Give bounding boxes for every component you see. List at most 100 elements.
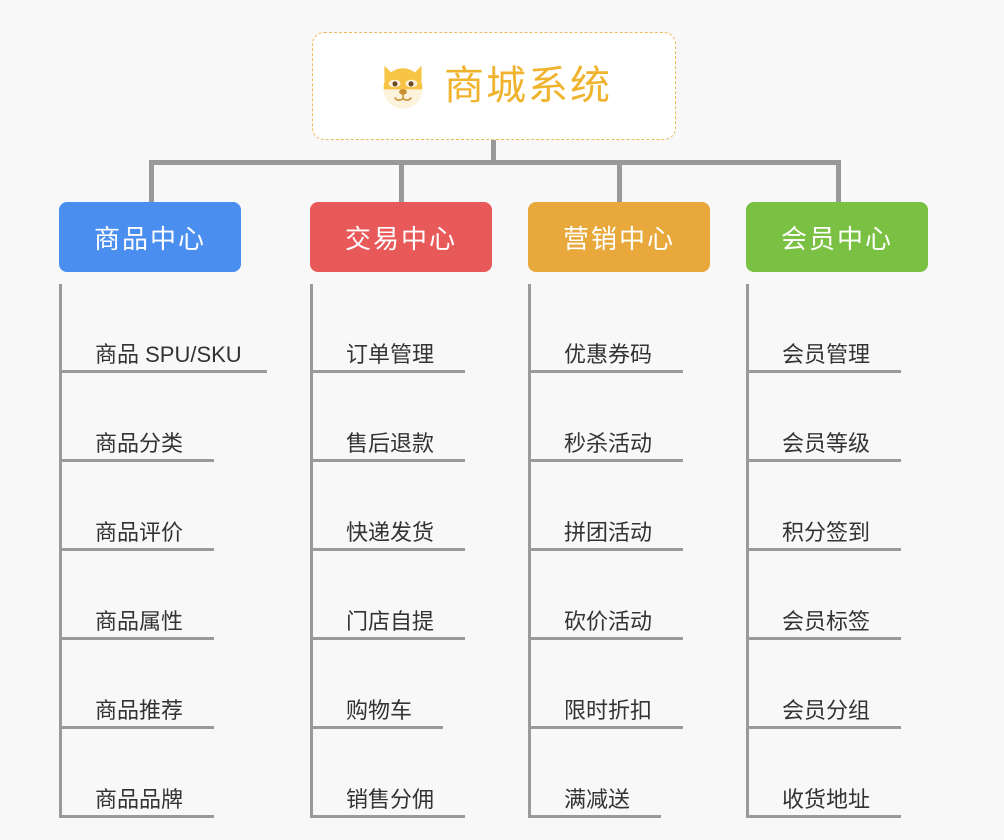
leaf-label: 积分签到 [782, 519, 871, 545]
leaf-item[interactable]: 积分签到 [746, 462, 928, 551]
leaf-rule [59, 637, 214, 640]
leaf-label: 拼团活动 [564, 519, 653, 545]
leaf-rule [746, 726, 901, 729]
branch-trunk [746, 284, 749, 818]
leaf-item[interactable]: 砍价活动 [528, 551, 710, 640]
leaf-label: 收货地址 [782, 786, 871, 812]
leaf-rule [310, 815, 465, 818]
root-node-shopping-mall-system[interactable]: 商城系统 [312, 32, 676, 140]
leaf-item[interactable]: 收货地址 [746, 729, 928, 818]
leaf-item[interactable]: 商品 SPU/SKU [59, 284, 267, 373]
leaf-item[interactable]: 快递发货 [310, 462, 492, 551]
leaf-item[interactable]: 门店自提 [310, 551, 492, 640]
leaf-label: 快递发货 [346, 519, 435, 545]
leaf-rule [59, 815, 214, 818]
branch-trade: 订单管理 售后退款 快递发货 门店自提 购物车 销售分佣 [310, 284, 492, 818]
leaf-item[interactable]: 购物车 [310, 640, 492, 729]
leaf-item[interactable]: 会员等级 [746, 373, 928, 462]
category-header-product[interactable]: 商品中心 [59, 202, 241, 272]
leaf-item[interactable]: 满减送 [528, 729, 710, 818]
leaf-label: 会员分组 [782, 697, 871, 723]
connector-drop-1 [149, 160, 154, 204]
category-column-product: 商品中心 商品 SPU/SKU 商品分类 商品评价 商品属性 商品推荐 [59, 202, 267, 818]
branch-trunk [59, 284, 62, 818]
category-header-label: 商品中心 [93, 223, 206, 254]
category-header-member[interactable]: 会员中心 [746, 202, 928, 272]
leaf-rule [310, 726, 443, 729]
leaf-item[interactable]: 限时折扣 [528, 640, 710, 729]
leaf-item[interactable]: 商品评价 [59, 462, 267, 551]
category-column-marketing: 营销中心 优惠券码 秒杀活动 拼团活动 砍价活动 限时折扣 [528, 202, 710, 818]
leaf-rule [59, 548, 214, 551]
leaf-item[interactable]: 售后退款 [310, 373, 492, 462]
connector-drop-4 [836, 160, 841, 204]
dog-face-icon [383, 65, 423, 109]
category-header-label: 交易中心 [344, 223, 457, 254]
branch-member: 会员管理 会员等级 积分签到 会员标签 会员分组 收货地址 [746, 284, 928, 818]
leaf-label: 售后退款 [346, 430, 435, 456]
category-header-trade[interactable]: 交易中心 [310, 202, 492, 272]
leaf-item[interactable]: 会员管理 [746, 284, 928, 373]
leaf-label: 商品属性 [95, 608, 184, 634]
leaf-item[interactable]: 商品推荐 [59, 640, 267, 729]
branch-trunk [528, 284, 531, 818]
leaf-rule [528, 370, 683, 373]
root-node-title: 商城系统 [444, 64, 612, 108]
category-header-label: 会员中心 [780, 223, 893, 254]
leaf-rule [310, 637, 465, 640]
branch-product: 商品 SPU/SKU 商品分类 商品评价 商品属性 商品推荐 商品品牌 [59, 284, 267, 818]
leaf-item[interactable]: 优惠券码 [528, 284, 710, 373]
leaf-label: 商品分类 [95, 430, 184, 456]
connector-drop-3 [617, 160, 622, 204]
leaf-item[interactable]: 商品分类 [59, 373, 267, 462]
leaf-rule [528, 815, 661, 818]
category-header-marketing[interactable]: 营销中心 [528, 202, 710, 272]
leaf-label: 商品 SPU/SKU [95, 341, 242, 367]
leaf-label: 商品品牌 [95, 786, 184, 812]
category-header-label: 营销中心 [562, 223, 675, 254]
leaf-item[interactable]: 销售分佣 [310, 729, 492, 818]
leaf-rule [746, 370, 901, 373]
leaf-item[interactable]: 会员标签 [746, 551, 928, 640]
leaf-rule [528, 548, 683, 551]
branch-trunk [310, 284, 313, 818]
leaf-label: 商品推荐 [95, 697, 184, 723]
leaf-item[interactable]: 商品属性 [59, 551, 267, 640]
leaf-label: 销售分佣 [346, 786, 435, 812]
leaf-label: 秒杀活动 [564, 430, 653, 456]
leaf-item[interactable]: 会员分组 [746, 640, 928, 729]
leaf-item[interactable]: 秒杀活动 [528, 373, 710, 462]
leaf-item[interactable]: 拼团活动 [528, 462, 710, 551]
leaf-label: 门店自提 [346, 608, 435, 634]
connector-root-stem [491, 140, 496, 164]
leaf-rule [310, 459, 465, 462]
leaf-rule [310, 370, 465, 373]
leaf-rule [528, 726, 683, 729]
leaf-rule [746, 637, 901, 640]
category-column-trade: 交易中心 订单管理 售后退款 快递发货 门店自提 购物车 [310, 202, 492, 818]
leaf-label: 商品评价 [95, 519, 184, 545]
connector-bus-bar [149, 160, 841, 165]
leaf-rule [59, 370, 267, 373]
leaf-rule [59, 459, 214, 462]
leaf-label: 满减送 [564, 786, 631, 812]
leaf-label: 优惠券码 [564, 341, 653, 367]
leaf-label: 会员等级 [782, 430, 871, 456]
leaf-label: 砍价活动 [564, 608, 653, 634]
leaf-label: 购物车 [346, 697, 413, 723]
connector-drop-2 [399, 160, 404, 204]
leaf-rule [59, 726, 214, 729]
leaf-rule [746, 459, 901, 462]
branch-marketing: 优惠券码 秒杀活动 拼团活动 砍价活动 限时折扣 满减送 [528, 284, 710, 818]
leaf-label: 限时折扣 [564, 697, 653, 723]
leaf-rule [528, 637, 683, 640]
leaf-rule [528, 459, 683, 462]
leaf-rule [746, 815, 901, 818]
leaf-item[interactable]: 商品品牌 [59, 729, 267, 818]
leaf-label: 订单管理 [346, 341, 435, 367]
category-column-member: 会员中心 会员管理 会员等级 积分签到 会员标签 会员分组 [746, 202, 928, 818]
leaf-label: 会员标签 [782, 608, 871, 634]
leaf-item[interactable]: 订单管理 [310, 284, 492, 373]
leaf-rule [310, 548, 465, 551]
